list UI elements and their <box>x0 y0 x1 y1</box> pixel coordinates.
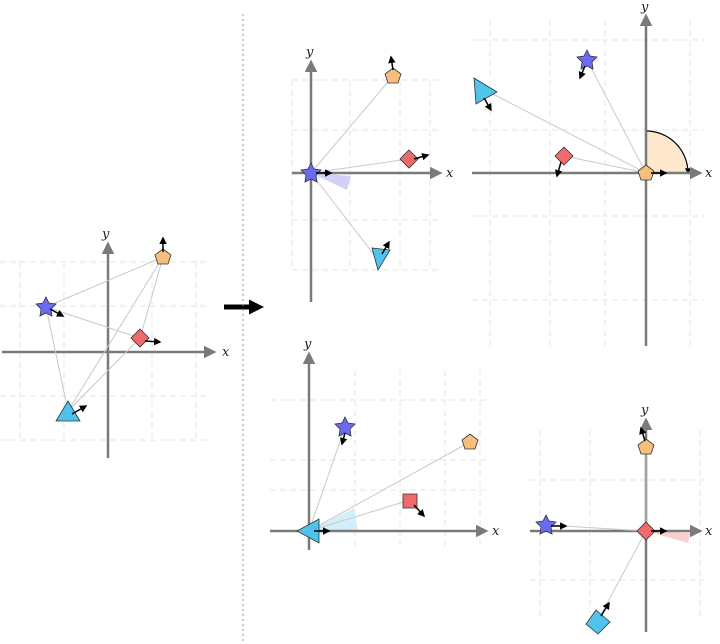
links <box>308 426 471 532</box>
velocity-arrows <box>483 65 668 178</box>
y-axis-label: y <box>101 227 110 242</box>
velocity-arrows <box>49 236 167 415</box>
triangle-node <box>371 247 391 272</box>
velocity-arrows <box>316 55 430 255</box>
diamond-node <box>554 146 574 166</box>
links <box>45 256 164 412</box>
triangle-node <box>585 609 611 635</box>
diamond-node <box>130 328 150 348</box>
diamond-node <box>636 521 656 541</box>
panel-pentagon-frame: x y <box>472 0 713 346</box>
triangle-node <box>55 400 81 422</box>
panel-original: x y <box>0 227 230 458</box>
x-axis-label: x <box>492 524 500 539</box>
star-node <box>300 162 322 183</box>
grid <box>0 261 210 441</box>
rotation-wedge <box>311 173 351 190</box>
pentagon-node <box>637 438 655 455</box>
rotation-wedge <box>646 131 688 173</box>
pentagon-node <box>461 433 479 450</box>
star-node <box>576 49 598 70</box>
links <box>545 447 647 621</box>
x-axis-label: x <box>446 166 454 181</box>
pentagon-node <box>637 164 655 181</box>
rotation-arc <box>645 130 691 175</box>
rotation-wedge <box>646 531 690 543</box>
velocity-arrows <box>551 426 668 617</box>
grid <box>472 20 705 346</box>
y-axis-label: y <box>640 403 649 418</box>
y-axis-label: y <box>640 0 649 15</box>
panel-triangle-frame: x y <box>270 337 500 550</box>
velocity-arrows <box>314 432 426 535</box>
x-axis-label: x <box>222 345 230 360</box>
panel-star-frame: x y <box>291 45 454 302</box>
y-axis-label: y <box>305 45 314 60</box>
panel-diamond-frame: x y <box>530 403 713 635</box>
grid <box>530 430 705 620</box>
y-axis-label: y <box>303 337 312 352</box>
star-node <box>35 296 57 317</box>
diamond-node <box>399 149 419 169</box>
pentagon-node <box>154 248 172 265</box>
grid <box>291 79 440 271</box>
pentagon-node <box>384 67 402 84</box>
x-axis-label: x <box>705 524 713 539</box>
triangle-node <box>473 77 498 105</box>
rotation-wedge <box>309 508 358 531</box>
x-axis-label: x <box>705 166 713 181</box>
links <box>310 75 410 261</box>
star-node <box>535 514 557 535</box>
links <box>484 59 647 174</box>
grid <box>270 370 488 550</box>
